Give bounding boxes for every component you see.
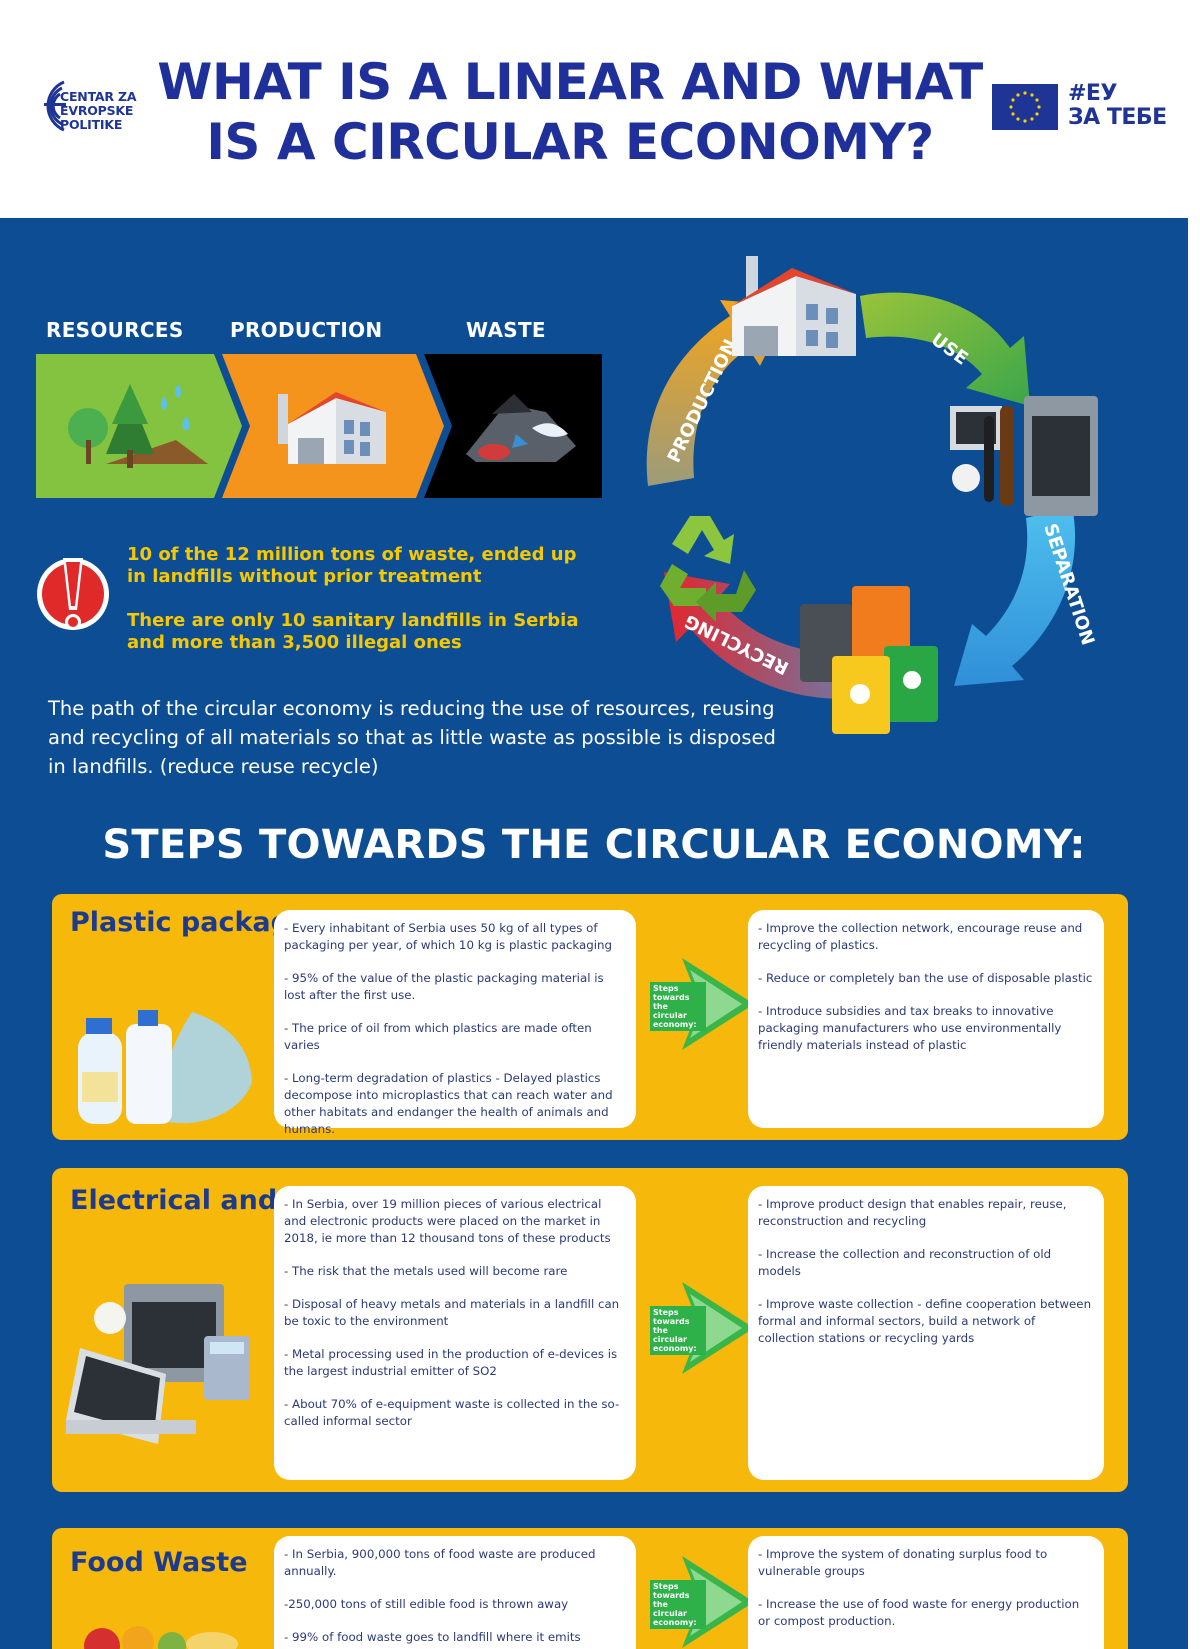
card-title-food: Food Waste	[70, 1547, 248, 1578]
steps-arrow: Steps towards the circular economy:	[642, 954, 762, 1054]
steps-arrow: Steps towards the circular economy:	[642, 1552, 762, 1649]
steps-title: STEPS TOWARDS THE CIRCULAR ECONOMY:	[102, 822, 1086, 868]
step-item: - Increase the use of food waste for ene…	[758, 1597, 1080, 1628]
linear-economy-strip	[36, 354, 602, 498]
warning-text-sanitary: There are only 10 sanitary landfills in …	[127, 610, 579, 653]
steps-arrow-label: Steps towards the circular economy:	[650, 982, 706, 1031]
linear-label-resources: RESOURCES	[46, 318, 184, 342]
card-steps-plastic: - Improve the collection network, encour…	[748, 910, 1104, 1128]
fact-item: - About 70% of e-equipment waste is coll…	[284, 1397, 620, 1428]
card-electronic: Electrical and electronic waste - In Ser…	[52, 1168, 1128, 1492]
use-arrow	[860, 292, 1030, 406]
recycle-symbol-icon	[660, 516, 756, 622]
step-item: - Improve the system of donating surplus…	[758, 1547, 1048, 1578]
electronics-icon	[66, 1284, 250, 1444]
logo-line-2: EVROPSKE	[60, 103, 134, 118]
card-steps-electronic: - Improve product design that enables re…	[748, 1186, 1104, 1480]
cycle-factory-icon	[732, 256, 856, 356]
fact-item: -250,000 tons of still edible food is th…	[284, 1597, 569, 1611]
circular-economy-paragraph: The path of the circular economy is redu…	[48, 697, 776, 778]
cycle-appliances-icon	[950, 396, 1098, 516]
page-title-line-2: IS A CIRCULAR ECONOMY?	[206, 113, 934, 171]
cep-logo-mark-icon	[44, 80, 66, 132]
page-title-line-1: WHAT IS A LINEAR AND WHAT	[157, 53, 983, 111]
step-item: - Introduce subsidies and tax breaks to …	[758, 1004, 1062, 1052]
eu-hashtag-line-1: #ЕУ	[1068, 81, 1117, 106]
card-facts-food: - In Serbia, 900,000 tons of food waste …	[274, 1536, 636, 1649]
steps-arrow-label: Steps towards the circular economy:	[650, 1306, 706, 1355]
card-steps-food: - Improve the system of donating surplus…	[748, 1536, 1104, 1649]
linear-label-production: PRODUCTION	[230, 318, 383, 342]
card-food: Food Waste - In Serbia, 900,000 tons of …	[52, 1528, 1128, 1649]
steps-arrow: Steps towards the circular economy:	[642, 1278, 762, 1378]
fact-item: - In Serbia, over 19 million pieces of v…	[284, 1197, 611, 1245]
header: CENTAR ZA EVROPSKE POLITIKE WHAT IS A LI…	[0, 0, 1200, 218]
eu-hashtag: #ЕУ ЗА ТЕБЕ	[1068, 82, 1167, 130]
eu-hashtag-line-2: ЗА ТЕБЕ	[1068, 105, 1167, 130]
food-icon	[84, 1626, 238, 1649]
recycling-bins-icon	[800, 586, 938, 734]
logo-line-1: CENTAR ZA	[60, 89, 137, 104]
logo-line-3: POLITIKE	[60, 117, 123, 132]
page-title: WHAT IS A LINEAR AND WHAT IS A CIRCULAR …	[150, 52, 990, 172]
step-item: - Improve the collection network, encour…	[758, 921, 1083, 952]
step-item: - Improve waste collection - define coop…	[758, 1297, 1092, 1345]
fact-item: - Disposal of heavy metals and materials…	[284, 1297, 620, 1328]
fact-item: - The price of oil from which plastics a…	[284, 1021, 592, 1052]
circular-cycle-diagram: PRODUCTION USE SEPARATION RECYCLING	[646, 256, 1098, 734]
fact-item: - The risk that the metals used will bec…	[284, 1264, 568, 1278]
warning-text-landfills: 10 of the 12 million tons of waste, ende…	[127, 544, 577, 587]
separation-arrow	[954, 506, 1076, 686]
plastic-packaging-icon	[78, 1010, 252, 1124]
steps-arrow-label: Steps towards the circular economy:	[650, 1580, 706, 1629]
factory-icon	[278, 392, 386, 464]
eu-flag-icon	[992, 84, 1058, 130]
step-item: - Increase the collection and reconstruc…	[758, 1247, 1052, 1278]
fact-item: - Metal processing used in the productio…	[284, 1347, 618, 1378]
trees-icon	[68, 384, 208, 468]
card-plastic: Plastic packaging management - Every inh…	[52, 894, 1128, 1140]
card-facts-electronic: - In Serbia, over 19 million pieces of v…	[274, 1186, 636, 1480]
cep-logo: CENTAR ZA EVROPSKE POLITIKE	[28, 72, 146, 142]
exclamation-warning-icon	[37, 558, 109, 630]
fact-item: - 99% of food waste goes to landfill whe…	[284, 1630, 581, 1644]
card-facts-plastic: - Every inhabitant of Serbia uses 50 kg …	[274, 910, 636, 1136]
fact-item: - In Serbia, 900,000 tons of food waste …	[284, 1547, 596, 1578]
fact-item: - 95% of the value of the plastic packag…	[284, 971, 604, 1002]
linear-label-waste: WASTE	[466, 318, 546, 342]
step-item: - Reduce or completely ban the use of di…	[758, 971, 1093, 985]
garbage-pile-icon	[466, 394, 576, 462]
fact-item: - Every inhabitant of Serbia uses 50 kg …	[284, 921, 613, 952]
step-item: - Improve product design that enables re…	[758, 1197, 1067, 1228]
fact-item: - Long-term degradation of plastics - De…	[284, 1071, 613, 1136]
